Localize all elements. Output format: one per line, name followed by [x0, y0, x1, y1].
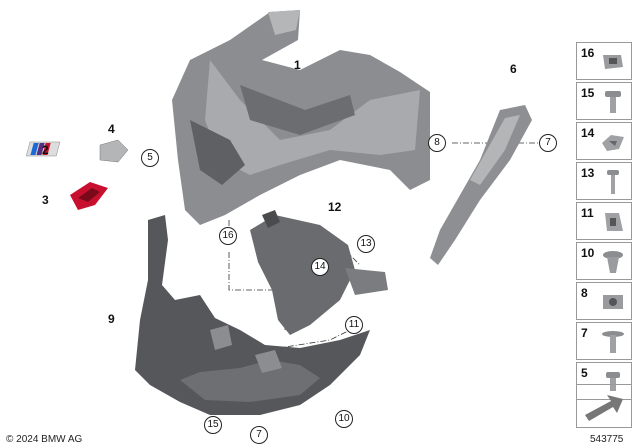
callout-9: 9	[108, 312, 115, 326]
callout-2: 2	[42, 143, 49, 157]
callout-14: 14	[311, 258, 329, 276]
sidebar-item-10[interactable]: 10	[576, 242, 632, 280]
callout-7-top: 7	[539, 134, 557, 152]
sidebar-item-16[interactable]: 16	[576, 42, 632, 80]
callout-13: 13	[357, 235, 375, 253]
sidebar-item-5[interactable]: 5	[576, 362, 632, 400]
sidebar-item-8[interactable]: 8	[576, 282, 632, 320]
lower-cover-part-9	[135, 215, 370, 415]
navigation-arrow-box[interactable]	[576, 384, 632, 428]
sidebar-item-15[interactable]: 15	[576, 82, 632, 120]
sidebar-item-7[interactable]: 7	[576, 322, 632, 360]
screw-icon	[605, 91, 621, 113]
sidebar-item-14[interactable]: 14	[576, 122, 632, 160]
m-emblem-part-2	[25, 141, 61, 157]
callout-16: 16	[219, 227, 237, 245]
callout-3: 3	[42, 193, 49, 207]
callout-12: 12	[328, 200, 342, 214]
flange-screw-icon	[602, 331, 624, 353]
front-fairing-part-1	[172, 10, 430, 225]
sidebar-item-13[interactable]: 13	[576, 162, 632, 200]
callout-7-bottom: 7	[250, 426, 268, 444]
long-screw-icon	[607, 170, 619, 194]
side-trim-part-6	[430, 105, 532, 265]
mounting-bracket-part-12	[250, 210, 388, 335]
sidebar-item-num: 15	[581, 86, 595, 100]
image-number: 543775	[590, 434, 624, 445]
callout-6: 6	[510, 62, 517, 76]
clip-nut-icon	[603, 55, 623, 69]
sidebar-item-11[interactable]: 11	[576, 202, 632, 240]
callout-10: 10	[335, 410, 353, 428]
arrow-icon	[585, 395, 623, 421]
sidebar-item-num: 13	[581, 166, 595, 180]
callout-15: 15	[204, 416, 222, 434]
cage-nut-icon	[603, 295, 623, 309]
callout-11: 11	[345, 316, 363, 334]
callout-8: 8	[428, 134, 446, 152]
copyright: © 2024 BMW AG	[6, 434, 83, 445]
sidebar-item-num: 8	[581, 286, 588, 300]
callout-5: 5	[141, 149, 159, 167]
callout-1: 1	[294, 58, 301, 72]
fastener-sidebar: 16 15 14 13 11 10 8 7	[576, 42, 632, 402]
sidebar-item-num: 16	[581, 46, 595, 60]
spring-nut-icon	[605, 213, 623, 231]
callout-4: 4	[108, 122, 115, 136]
expanding-rivet-icon	[603, 251, 623, 273]
r-emblem-part-3	[70, 182, 108, 210]
sidebar-item-num: 11	[581, 206, 594, 220]
sidebar-item-num: 14	[581, 126, 595, 140]
sidebar-item-num: 5	[581, 366, 588, 380]
sidebar-item-num: 10	[581, 246, 595, 260]
sidebar-item-num: 7	[581, 326, 588, 340]
emblem-bracket-part-4	[99, 139, 129, 163]
spring-clip-icon	[602, 135, 624, 151]
